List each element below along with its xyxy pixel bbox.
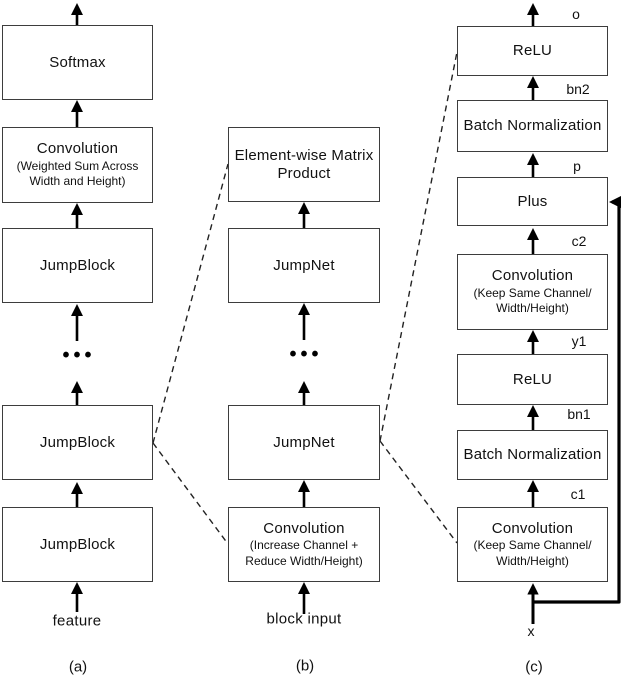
- expansion-a-to-b: [152, 163, 229, 545]
- box-convolution-increase-channel: Convolution (Increase Channel + Reduce W…: [228, 507, 380, 582]
- box-jumpblock-top-label: JumpBlock: [39, 256, 116, 274]
- port-label-p: p: [573, 158, 581, 174]
- box-jumpblock-top: JumpBlock: [2, 228, 153, 303]
- caption-a: (a): [68, 658, 88, 676]
- input-label-x: x: [527, 623, 535, 639]
- dashed-expansion-line: [379, 51, 458, 442]
- box-convolution-keep-same-top-sublabel: (Keep Same Channel/ Width/Height): [473, 285, 592, 316]
- box-plus: Plus: [457, 177, 608, 226]
- port-label-bn1: bn1: [567, 406, 591, 422]
- dashed-expansion-line: [152, 163, 229, 444]
- skip-connection-arrow: [533, 195, 622, 604]
- caption-c: (c): [525, 658, 543, 676]
- box-elementwise-matrix-product: Element-wise Matrix Product: [228, 127, 380, 202]
- box-jumpblock-bottom-label: JumpBlock: [39, 535, 116, 553]
- box-convolution-increase-channel-label: Convolution: [263, 519, 345, 537]
- box-convolution-weighted-sum-sublabel: (Weighted Sum Across Width and Height): [16, 158, 139, 189]
- box-jumpblock-mid: JumpBlock: [2, 405, 153, 480]
- box-batch-normalization-top-label: Batch Normalization: [463, 117, 602, 135]
- box-batch-normalization-bottom: Batch Normalization: [457, 430, 608, 480]
- box-convolution-keep-same-top-label: Convolution: [491, 267, 574, 285]
- port-label-y1: y1: [571, 333, 587, 349]
- port-label-c1: c1: [570, 486, 586, 502]
- box-batch-normalization-top: Batch Normalization: [457, 100, 608, 152]
- ellipsis-column-b: •••: [289, 343, 323, 366]
- dashed-expansion-line: [379, 440, 458, 544]
- box-jumpblock-mid-label: JumpBlock: [39, 433, 116, 451]
- box-convolution-keep-same-bottom-label: Convolution: [491, 519, 574, 537]
- box-convolution-increase-channel-sublabel: (Increase Channel + Reduce Width/Height): [245, 538, 363, 568]
- ellipsis-column-a: •••: [62, 344, 96, 367]
- caption-b: (b): [295, 657, 315, 675]
- box-jumpnet-bottom-label: JumpNet: [273, 433, 335, 451]
- port-label-bn2: bn2: [566, 81, 590, 97]
- expansion-b-to-c: [379, 51, 458, 544]
- box-convolution-weighted-sum-label: Convolution: [36, 140, 119, 158]
- box-convolution-weighted-sum: Convolution (Weighted Sum Across Width a…: [2, 127, 153, 203]
- box-elementwise-matrix-product-label: Element-wise Matrix Product: [234, 147, 374, 182]
- box-jumpnet-bottom: JumpNet: [228, 405, 380, 480]
- port-label-o: o: [572, 6, 580, 22]
- input-label-feature: feature: [52, 612, 102, 630]
- box-softmax: Softmax: [2, 25, 153, 100]
- box-plus-label: Plus: [517, 192, 548, 210]
- box-convolution-keep-same-bottom-sublabel: (Keep Same Channel/ Width/Height): [473, 538, 592, 568]
- box-batch-normalization-bottom-label: Batch Normalization: [463, 446, 602, 464]
- box-softmax-label: Softmax: [49, 53, 106, 71]
- dashed-expansion-line: [152, 442, 229, 545]
- box-relu-top-label: ReLU: [512, 42, 553, 60]
- box-relu-bottom-label: ReLU: [512, 370, 553, 388]
- box-jumpnet-top: JumpNet: [228, 228, 380, 303]
- box-jumpnet-top-label: JumpNet: [273, 256, 335, 274]
- box-relu-top: ReLU: [457, 26, 608, 76]
- input-label-block-input: block input: [266, 610, 342, 628]
- box-relu-bottom: ReLU: [457, 354, 608, 405]
- box-convolution-keep-same-top: Convolution (Keep Same Channel/ Width/He…: [457, 254, 608, 330]
- box-convolution-keep-same-bottom: Convolution (Keep Same Channel/ Width/He…: [457, 507, 608, 582]
- box-jumpblock-bottom: JumpBlock: [2, 507, 153, 582]
- port-label-c2: c2: [571, 233, 587, 249]
